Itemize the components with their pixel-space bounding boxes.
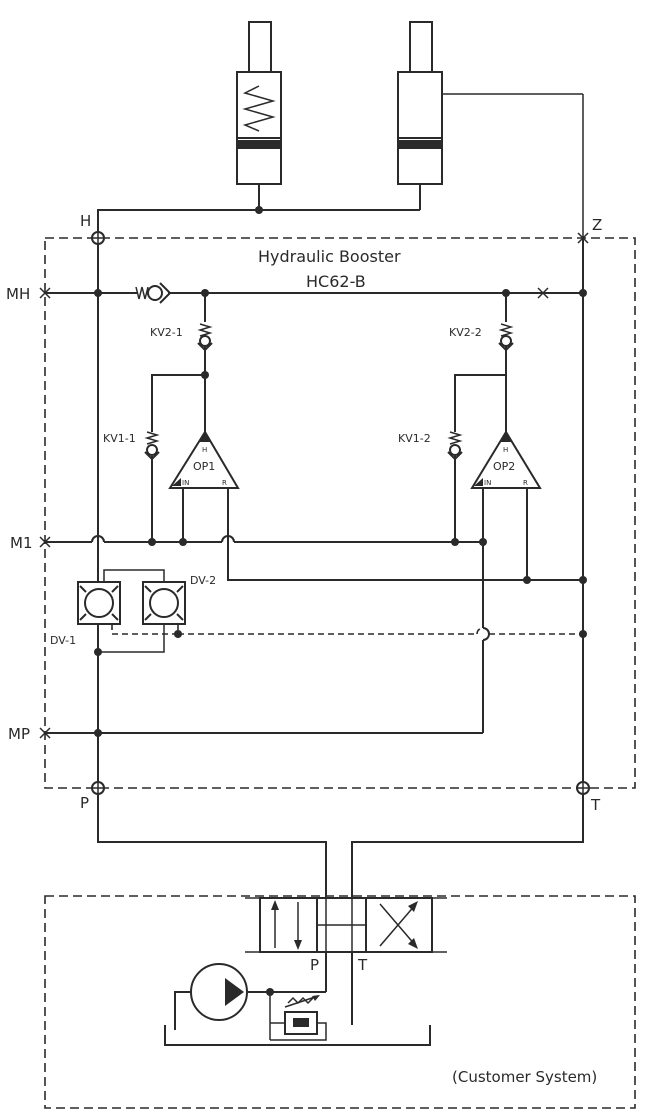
spring-cylinder [236, 21, 282, 210]
double-acting-cylinder [397, 21, 583, 210]
op1-booster: H OP1 IN R [168, 430, 240, 489]
customer-system-boundary [44, 895, 636, 1109]
op2-r-label: R [523, 479, 528, 487]
relief-valve [269, 992, 327, 1041]
op2-in-label: IN [484, 479, 491, 487]
op2-top-label: H [503, 446, 508, 454]
kv1-1-check-valve [144, 431, 160, 461]
port-mp-label: MP [8, 725, 30, 743]
kv2-2-label: KV2-2 [449, 326, 482, 339]
kv1-2-label: KV1-2 [398, 432, 431, 445]
model-label: HC62-B [306, 272, 366, 291]
mh-check-valve [135, 282, 172, 304]
port-t-label: T [590, 796, 601, 814]
valve-port-p-label: P [310, 956, 319, 974]
op1-top-label: H [202, 446, 207, 454]
port-p-label: P [80, 794, 89, 812]
tank-reservoir [164, 1025, 431, 1046]
pressure-line [97, 788, 327, 898]
pump [174, 963, 270, 1030]
dv-2-valve [142, 581, 186, 625]
valve-port-t-label: T [357, 956, 368, 974]
dv-2-label: DV-2 [190, 574, 216, 587]
kv1-2-check-valve [447, 431, 463, 461]
port-mh-label: MH [6, 285, 30, 303]
diagram-title: Hydraulic Booster [258, 247, 401, 266]
port-m1-label: M1 [10, 534, 33, 552]
kv1-1-label: KV1-1 [103, 432, 136, 445]
kv2-1-check-valve [197, 323, 213, 352]
port-z-label: Z [592, 216, 602, 234]
op2-label: OP2 [493, 460, 515, 473]
junction-dots [94, 206, 587, 737]
op1-r-label: R [222, 479, 227, 487]
op1-label: OP1 [193, 460, 215, 473]
op2-booster: H OP2 IN R [470, 430, 542, 489]
h-feed-line [97, 209, 259, 238]
port-h-label: H [80, 212, 91, 230]
customer-system-label: (Customer System) [452, 1068, 597, 1086]
op1-in-label: IN [182, 479, 189, 487]
tank-line [351, 788, 584, 898]
dv-1-valve [77, 581, 121, 625]
port-markers [39, 231, 590, 795]
dv-1-label: DV-1 [50, 634, 76, 647]
kv2-2-check-valve [498, 323, 514, 352]
kv2-1-label: KV2-1 [150, 326, 183, 339]
booster-boundary [44, 237, 636, 789]
directional-control-valve: P T [245, 897, 447, 974]
